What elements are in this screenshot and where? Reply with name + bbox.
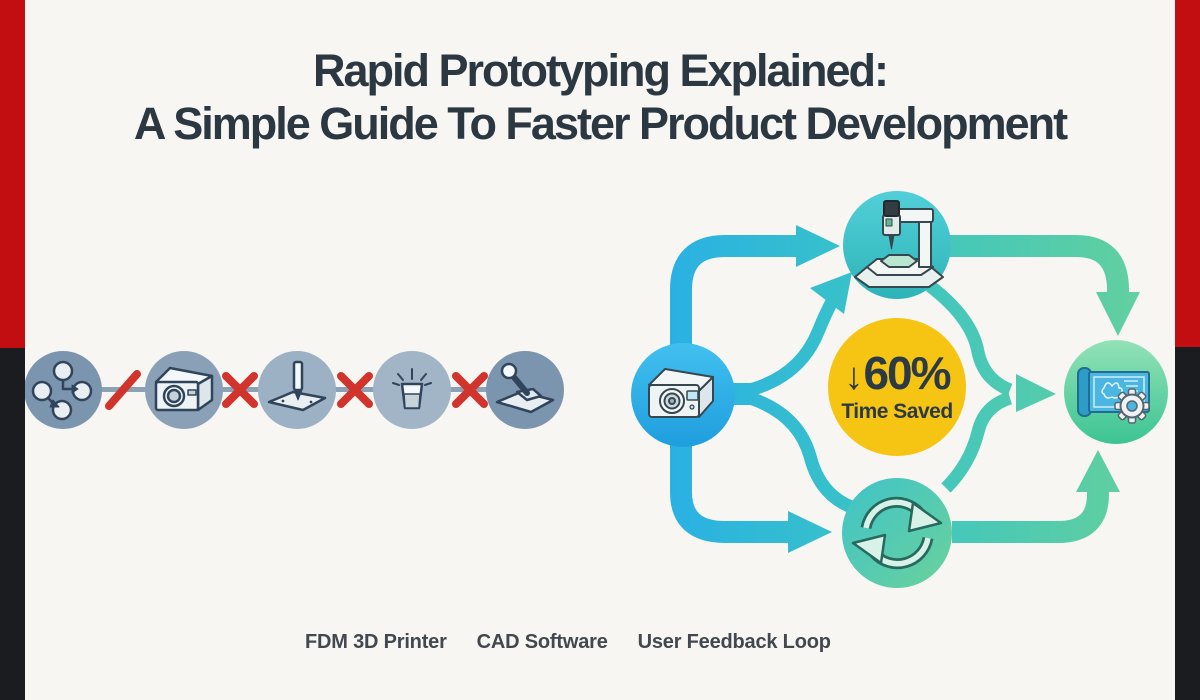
blueprint-gear-icon [1077,367,1150,424]
step-flowchart [24,351,102,429]
cycle-diagram [631,191,1168,588]
sync-arrows-icon [851,496,943,570]
left-black-bar [0,348,25,700]
legend: FDM 3D Printer CAD Software User Feedbac… [305,631,831,654]
right-red-bar [1175,0,1200,347]
legend-fdm-printer: FDM 3D Printer [305,631,447,653]
page-title: Rapid Prototyping Explained: A Simple Gu… [0,44,1200,150]
cnc-mill-icon [854,200,944,288]
node-fdm-3d-printer [631,343,735,447]
time-saved-badge: ↓60% Time Saved [828,318,966,456]
step-cup-splash [373,351,451,429]
gear-icon [1114,388,1150,424]
title-line-2: A Simple Guide To Faster Product Develop… [133,98,1068,150]
stylus-pad-icon [267,360,327,412]
step-printer-box [145,351,223,429]
cup-splash-icon [392,368,432,410]
node-cad-blueprint [1064,340,1168,444]
slash-icon [105,370,141,410]
x-icon [337,372,373,408]
percent-value: 60% [863,347,951,399]
right-black-bar [1175,347,1200,700]
time-saved-label: Time Saved [841,400,953,423]
node-feedback-loop [842,478,952,588]
time-saved-value: ↓60% [844,347,951,399]
x-icon [452,372,488,408]
x-icon [222,372,258,408]
left-red-bar [0,0,25,348]
flow-arrows [670,225,1140,553]
step-stamp [486,351,564,429]
flowchart-icon [31,360,93,421]
3d-printer-icon [648,368,714,418]
printer-box-icon [154,366,214,412]
title-line-1: Rapid Prototyping Explained: [312,45,889,96]
node-cnc-machine [843,191,951,299]
down-arrow-icon: ↓ [844,356,864,398]
step-stylus-pad [258,351,336,429]
stamp-icon [495,362,555,414]
legend-cad-software: CAD Software [476,631,608,653]
legend-feedback-loop: User Feedback Loop [637,631,831,653]
